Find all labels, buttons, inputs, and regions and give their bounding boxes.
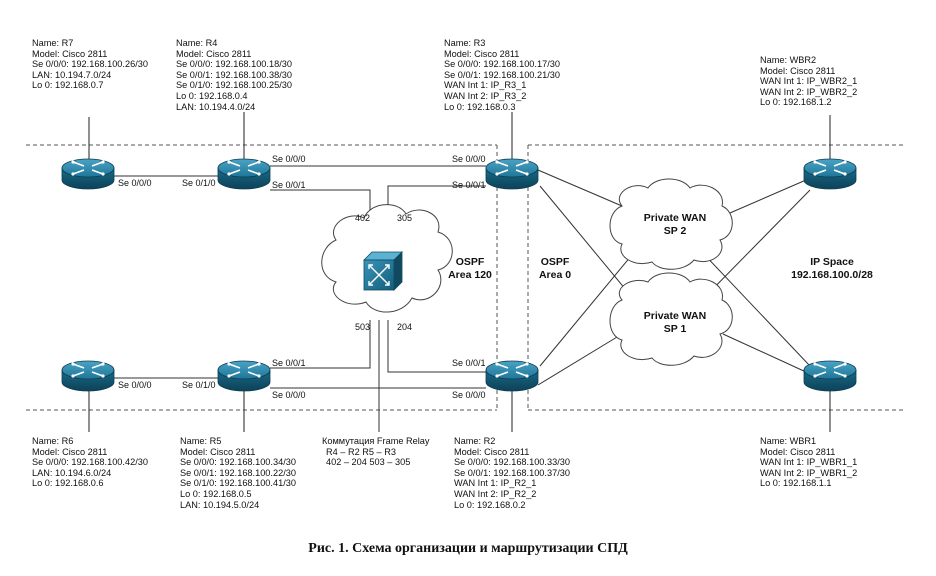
info-line: Se 0/0/0: 192.168.100.34/30 (180, 457, 296, 468)
private-wan-sp2-cloud (609, 178, 733, 270)
info-line: LAN: 10.194.7.0/24 (32, 69, 112, 80)
info-line: Se 0/0/0: 192.168.100.18/30 (176, 59, 292, 70)
frame-relay-switch-icon (363, 251, 403, 291)
iface-r2-se001: Se 0/0/1 (452, 358, 486, 368)
iface-r4-se010: Se 0/1/0 (182, 178, 216, 188)
info-line: Se 0/1/0: 192.168.100.41/30 (180, 478, 296, 489)
info-line: WAN Int 2: IP_WBR2_2 (760, 86, 858, 97)
iface-r4-se001: Se 0/0/1 (272, 180, 306, 190)
info-line: WAN Int 2: IP_WBR1_2 (760, 467, 858, 478)
info-line: Se 0/0/1: 192.168.100.37/30 (454, 467, 570, 478)
info-line: Name: R7 (32, 38, 74, 48)
info-line: WAN Int 1: IP_WBR2_1 (760, 76, 858, 87)
info-line: Name: R5 (180, 436, 222, 446)
info-line: Se 0/0/0: 192.168.100.17/30 (444, 59, 560, 70)
info-line: Name: R2 (454, 436, 496, 446)
info-line: Model: Cisco 2811 (32, 446, 108, 457)
info-line: Lo 0: 192.168.0.7 (32, 80, 104, 91)
info-line: Se 0/0/1: 192.168.100.38/30 (176, 69, 292, 80)
info-line: LAN: 10.194.4.0/24 (176, 101, 256, 112)
router-r3-icon (485, 158, 539, 190)
info-line: Lo 0: 192.168.1.1 (760, 478, 832, 489)
router-r2-icon (485, 360, 539, 392)
router-wbr2-icon (803, 158, 857, 190)
router-wbr1-icon (803, 360, 857, 392)
info-line: Se 0/0/0: 192.168.100.33/30 (454, 457, 570, 468)
info-line: Lo 0: 192.168.0.2 (454, 499, 526, 510)
info-line: WAN Int 1: IP_WBR1_1 (760, 457, 858, 468)
info-line: Se 0/1/0: 192.168.100.25/30 (176, 80, 292, 91)
info-line: Lo 0: 192.168.0.6 (32, 478, 104, 489)
info-line: Se 0/0/0: 192.168.100.42/30 (32, 457, 148, 468)
dlci-305: 305 (397, 213, 413, 223)
info-line: Model: Cisco 2811 (180, 446, 256, 457)
info-line: Name: R3 (444, 38, 486, 48)
info-line: Model: Cisco 2811 (32, 48, 108, 59)
info-line: Name: R6 (32, 436, 74, 446)
private-wan-sp1-cloud (609, 272, 733, 366)
info-line: Name: WBR2 (760, 55, 817, 65)
info-line: Model: Cisco 2811 (454, 446, 530, 457)
info-line: WAN Int 2: IP_R2_2 (454, 488, 537, 499)
router-r6-icon (61, 360, 115, 392)
iface-r5-se000: Se 0/0/0 (272, 390, 306, 400)
dlci-204: 204 (397, 322, 413, 332)
info-line: Se 0/0/1: 192.168.100.22/30 (180, 467, 296, 478)
iface-r2-se000: Se 0/0/0 (452, 390, 486, 400)
iface-r4-se000: Se 0/0/0 (272, 154, 306, 164)
info-line: WAN Int 1: IP_R3_1 (444, 80, 527, 91)
info-line: LAN: 10.194.5.0/24 (180, 499, 260, 510)
info-line: Model: Cisco 2811 (760, 65, 836, 76)
info-line: Lo 0: 192.168.0.5 (180, 488, 252, 499)
router-r5-icon (217, 360, 271, 392)
info-line: WAN Int 2: IP_R3_2 (444, 90, 527, 101)
info-line: Name: R4 (176, 38, 218, 48)
frame-relay-mapping: Коммутация Frame Relay R4 – R2 R5 – R3 4… (322, 436, 430, 468)
info-line: Model: Cisco 2811 (176, 48, 252, 59)
info-line: LAN: 10.194.6.0/24 (32, 467, 112, 478)
iface-r3-se000: Se 0/0/0 (452, 154, 486, 164)
info-line: Lo 0: 192.168.1.2 (760, 97, 832, 108)
info-line: Se 0/0/0: 192.168.100.26/30 (32, 59, 148, 70)
info-line: WAN Int 1: IP_R2_1 (454, 478, 537, 489)
iface-r5-se001: Se 0/0/1 (272, 358, 306, 368)
iface-r5-se010: Se 0/1/0 (182, 380, 216, 390)
dlci-402: 402 (355, 213, 371, 223)
router-r7-icon (61, 158, 115, 190)
info-line: Lo 0: 192.168.0.3 (444, 101, 516, 112)
info-line: Se 0/0/1: 192.168.100.21/30 (444, 69, 560, 80)
info-line: Model: Cisco 2811 (760, 446, 836, 457)
router-r4-icon (217, 158, 271, 190)
info-line: Lo 0: 192.168.0.4 (176, 90, 248, 101)
dlci-503: 503 (355, 322, 371, 332)
label-leaders (88, 112, 831, 432)
info-line: Name: WBR1 (760, 436, 817, 446)
iface-r3-se001: Se 0/0/1 (452, 180, 486, 190)
links (112, 165, 811, 432)
info-line: Model: Cisco 2811 (444, 48, 520, 59)
iface-r6-se000: Se 0/0/0 (118, 380, 152, 390)
iface-r7-se000: Se 0/0/0 (118, 178, 152, 188)
figure-caption: Рис. 1. Схема организации и маршрутизаци… (308, 541, 628, 556)
